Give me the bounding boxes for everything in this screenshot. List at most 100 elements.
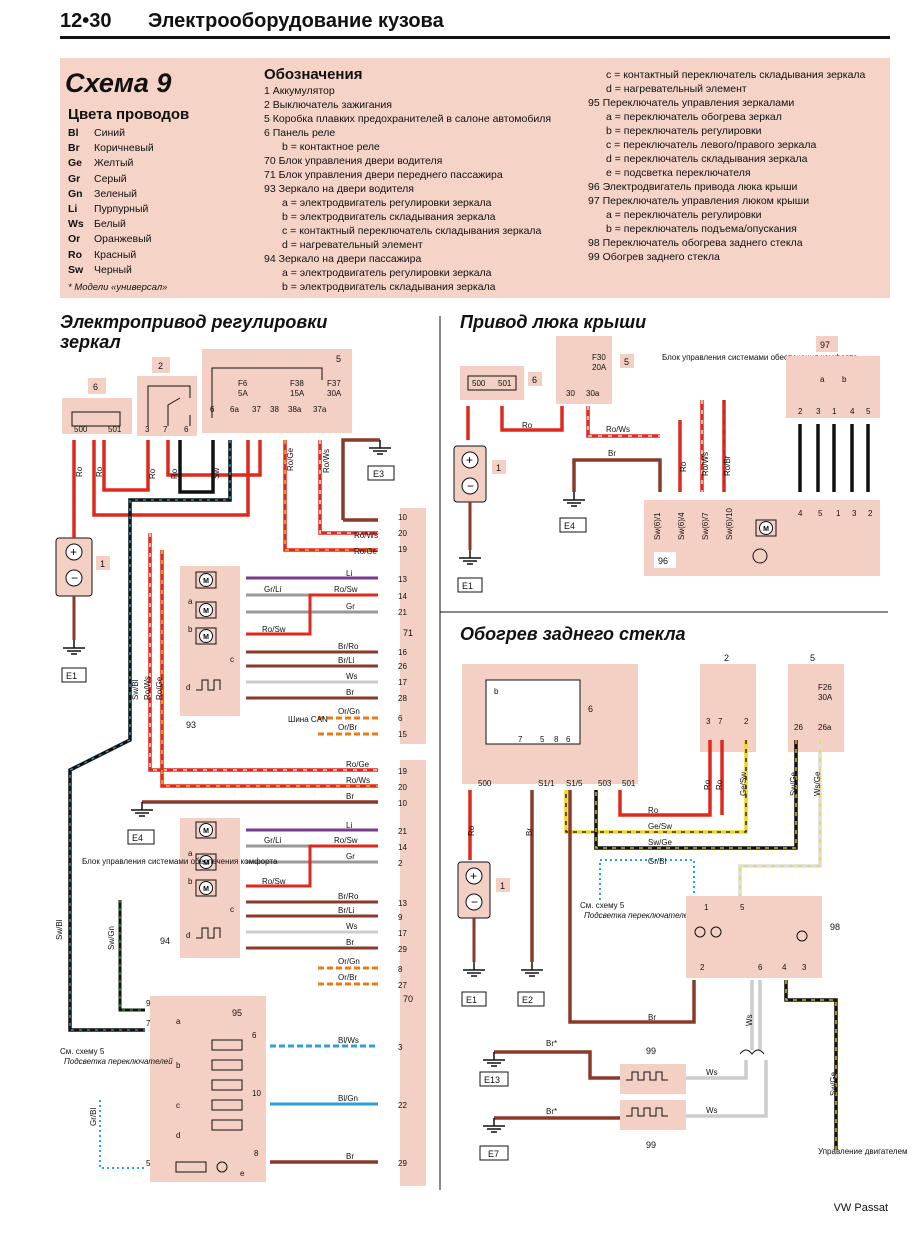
svg-text:Ro: Ro [467, 825, 476, 836]
svg-text:19: 19 [398, 767, 407, 776]
svg-text:1: 1 [836, 509, 841, 518]
component-label-94: 94 [160, 936, 170, 946]
comfort-unit-label: Блок управления системами обеспечения ко… [82, 857, 278, 866]
designation-subitem: b = переключатель подъема/опускания [606, 223, 797, 235]
designation-subitem: a = переключатель обогрева зеркал [606, 111, 782, 123]
svg-text:Br: Br [346, 688, 354, 697]
svg-text:b: b [188, 625, 193, 634]
designation-subitem: c = контактный переключатель складывания… [282, 225, 542, 237]
svg-text:30a: 30a [586, 389, 600, 398]
svg-text:20A: 20A [592, 363, 607, 372]
footer-model: VW Passat [833, 1202, 888, 1214]
svg-text:70: 70 [403, 994, 413, 1004]
svg-text:5: 5 [866, 407, 871, 416]
svg-text:E4: E4 [564, 521, 575, 531]
svg-text:15A: 15A [290, 389, 305, 398]
svg-text:6: 6 [398, 714, 403, 723]
component-label-6: 6 [93, 382, 98, 392]
svg-text:20: 20 [398, 783, 407, 792]
svg-text:13: 13 [398, 575, 407, 584]
svg-text:Or/Gn: Or/Gn [338, 707, 360, 716]
svg-text:99: 99 [646, 1046, 656, 1056]
door-unit-71 [400, 508, 426, 744]
svg-text:Ro: Ro [148, 468, 157, 479]
svg-text:Sw/Ge: Sw/Ge [648, 838, 673, 847]
svg-text:Br/Li: Br/Li [338, 906, 355, 915]
designation-subitem: b = электродвигатель складывания зеркала [282, 211, 496, 223]
designation-item: 71 Блок управления двери переднего пасса… [264, 169, 503, 181]
svg-text:10: 10 [398, 799, 407, 808]
svg-text:1: 1 [496, 463, 501, 473]
svg-text:6: 6 [532, 375, 537, 385]
svg-text:Ro/Ws: Ro/Ws [606, 425, 630, 434]
svg-text:a: a [188, 849, 193, 858]
svg-text:Br: Br [648, 1013, 656, 1022]
svg-text:Gr/Li: Gr/Li [264, 585, 282, 594]
mirror-switch-95 [150, 996, 266, 1182]
svg-text:Ro: Ro [715, 779, 724, 790]
svg-text:Br: Br [608, 449, 616, 458]
section-title-rear-heat: Обогрев заднего стекла [460, 624, 686, 644]
ground-e3: E3 [373, 469, 384, 479]
door-unit-70 [400, 760, 426, 1186]
svg-text:Ro/Ws: Ro/Ws [346, 776, 370, 785]
svg-text:E1: E1 [466, 995, 477, 1005]
svg-text:500: 500 [472, 379, 486, 388]
designation-subitem: d = нагревательный элемент [606, 83, 747, 95]
svg-text:1: 1 [704, 903, 709, 912]
svg-text:Подсветка переключателей: Подсветка переключателей [64, 1057, 173, 1066]
svg-text:3: 3 [706, 717, 711, 726]
svg-text:9: 9 [398, 913, 403, 922]
svg-text:e: e [240, 1169, 245, 1178]
svg-text:Ro/Ge: Ro/Ge [354, 547, 378, 556]
svg-text:Sw: Sw [212, 468, 221, 479]
designation-subitem: a = электродвигатель регулировки зеркала [282, 267, 492, 279]
svg-text:17: 17 [398, 678, 407, 687]
svg-text:Gr: Gr [346, 852, 355, 861]
svg-text:501: 501 [498, 379, 512, 388]
designation-subitem: c = переключатель левого/правого зеркала [606, 139, 817, 151]
svg-text:27: 27 [398, 981, 407, 990]
designation-subitem: d = нагревательный элемент [282, 239, 423, 251]
svg-text:Ro/Br: Ro/Br [723, 455, 732, 476]
svg-text:2: 2 [700, 963, 705, 972]
svg-text:Ro/Sw: Ro/Sw [334, 585, 358, 594]
rear-heater-99a [620, 1064, 686, 1094]
component-label-93: 93 [186, 720, 196, 730]
svg-text:Блок управления системами обес: Блок управления системами обеспечения ко… [662, 353, 858, 362]
svg-text:Br: Br [346, 792, 354, 801]
svg-text:3: 3 [852, 509, 857, 518]
svg-text:26: 26 [398, 662, 407, 671]
svg-text:26a: 26a [818, 723, 832, 732]
svg-text:6: 6 [184, 425, 189, 434]
svg-text:Sw/Ge: Sw/Ge [789, 771, 798, 796]
svg-text:Ro/Ws: Ro/Ws [143, 676, 152, 700]
svg-text:S1/1: S1/1 [538, 779, 555, 788]
svg-text:Br/Ro: Br/Ro [338, 642, 359, 651]
svg-text:См. схему 5: См. схему 5 [60, 1047, 105, 1056]
svg-text:Шина CAN: Шина CAN [288, 715, 328, 724]
svg-text:15: 15 [398, 730, 407, 739]
legend-note: * Модели «универсал» [68, 282, 168, 293]
svg-text:14: 14 [398, 843, 407, 852]
svg-text:99: 99 [646, 1140, 656, 1150]
section-title-mirrors: Электропривод регулировки зеркал [60, 312, 328, 352]
svg-text:21: 21 [398, 827, 407, 836]
svg-text:−: − [467, 479, 474, 493]
svg-text:Ro: Ro [679, 461, 688, 472]
svg-text:Bl/Ws: Bl/Ws [338, 1036, 359, 1045]
page-header: 12•30 Электрооборудование кузова [0, 0, 918, 40]
svg-text:Sw(6)/10: Sw(6)/10 [725, 507, 734, 540]
svg-text:501: 501 [108, 425, 122, 434]
ignition-switch-2-rh [700, 664, 756, 752]
svg-text:E2: E2 [522, 995, 533, 1005]
svg-text:c: c [230, 655, 234, 664]
svg-text:Br*: Br* [546, 1039, 557, 1048]
svg-text:6: 6 [758, 963, 763, 972]
svg-text:a: a [820, 375, 825, 384]
